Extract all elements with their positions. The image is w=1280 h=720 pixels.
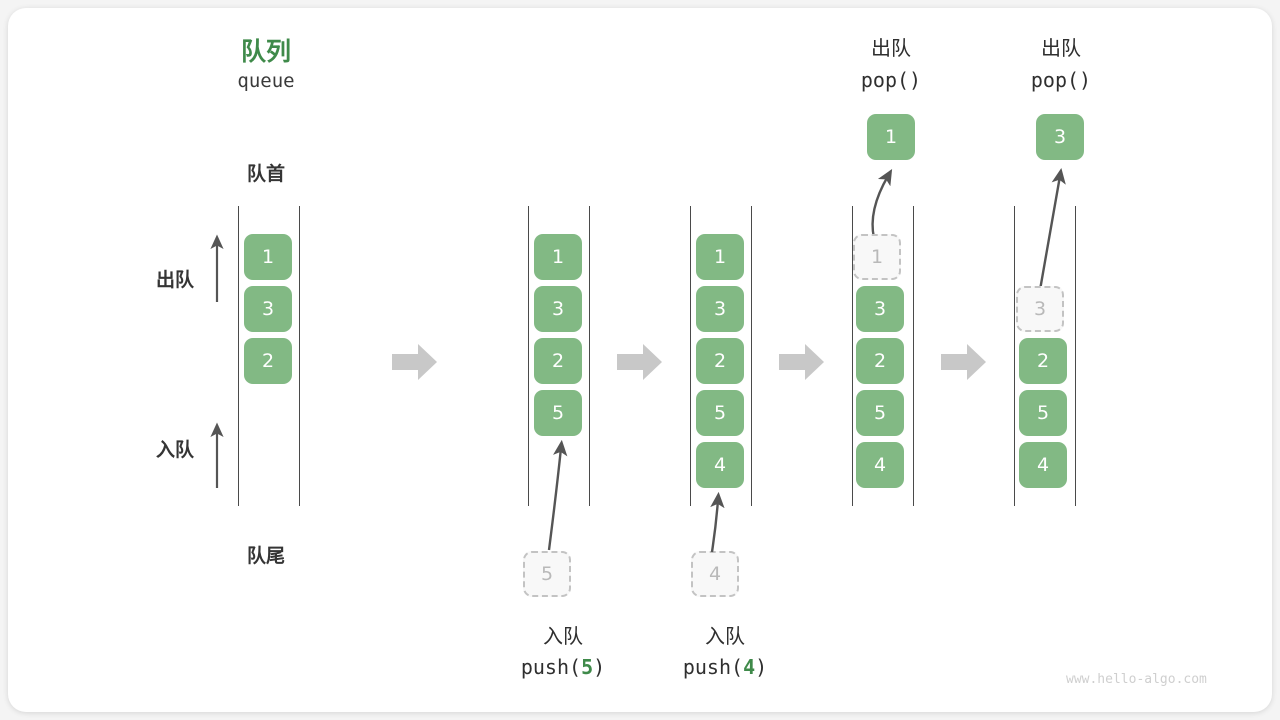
queue-cell: 2 [1019,338,1067,384]
step-transition-arrow-icon [941,344,986,380]
step-caption-cn: 入队 [705,624,745,648]
step-transition-arrow-icon [617,344,662,380]
queue-rail-right [299,206,300,506]
dequeue-direction-arrow-icon [210,234,224,302]
code-suffix: ) [755,655,768,679]
enqueue-curved-arrow-icon [547,439,568,551]
enqueue-direction-label: 入队 [155,439,194,461]
queue-cell: 5 [856,390,904,436]
pop-header-code: pop() [1030,68,1092,92]
queue-cell: 2 [856,338,904,384]
dequeue-direction-label: 出队 [155,269,194,291]
code-arg: 4 [743,655,756,679]
figure-title-en: queue [237,70,295,92]
step-transition-arrow-icon [779,344,824,380]
queue-cell-removed: 1 [853,234,901,280]
queue-cell: 2 [244,338,292,384]
step-transition-arrow-icon [392,344,437,380]
code-prefix: push( [520,655,582,679]
queue-cell-new: 4 [696,442,744,488]
queue-cell: 4 [856,442,904,488]
queue-cell: 2 [534,338,582,384]
queue-cell: 2 [696,338,744,384]
pop-header-cn: 出队 [1041,36,1081,60]
front-label: 队首 [246,163,285,185]
watermark: www.hello-algo.com [1066,672,1207,687]
step-caption-code: push(5) [488,655,638,679]
enqueue-direction-arrow-icon [210,422,224,488]
rear-label: 队尾 [246,545,285,567]
incoming-ghost-cell: 5 [523,551,571,597]
queue-cell: 4 [1019,442,1067,488]
queue-cell: 1 [244,234,292,280]
queue-cell: 3 [244,286,292,332]
enqueue-curved-arrow-icon [710,491,725,553]
queue-cell-new: 5 [534,390,582,436]
step-caption-code: push(4) [650,655,800,679]
figure-title-cn: 队列 [240,37,291,66]
queue-rail-right [589,206,590,506]
queue-rail-left [1014,206,1015,506]
queue-rail-left [238,206,239,506]
pop-header-cn: 出队 [871,36,911,60]
dequeue-curved-arrow-icon [1038,167,1066,291]
incoming-ghost-cell: 4 [691,551,739,597]
queue-cell: 3 [856,286,904,332]
queue-cell: 3 [534,286,582,332]
queue-rail-left [690,206,691,506]
queue-rail-right [751,206,752,506]
popped-cell: 3 [1036,114,1084,160]
queue-cell: 1 [534,234,582,280]
pop-header-code: pop() [860,68,922,92]
queue-rail-left [852,206,853,506]
code-prefix: push( [682,655,744,679]
queue-cell: 5 [696,390,744,436]
queue-rail-right [1075,206,1076,506]
code-suffix: ) [593,655,606,679]
queue-cell: 3 [696,286,744,332]
code-arg: 5 [581,655,594,679]
queue-cell: 1 [696,234,744,280]
queue-rail-left [528,206,529,506]
step-caption-cn: 入队 [543,624,583,648]
queue-cell-removed: 3 [1016,286,1064,332]
popped-cell: 1 [867,114,915,160]
dequeue-curved-arrow-icon [871,168,893,239]
queue-cell: 5 [1019,390,1067,436]
queue-rail-right [913,206,914,506]
